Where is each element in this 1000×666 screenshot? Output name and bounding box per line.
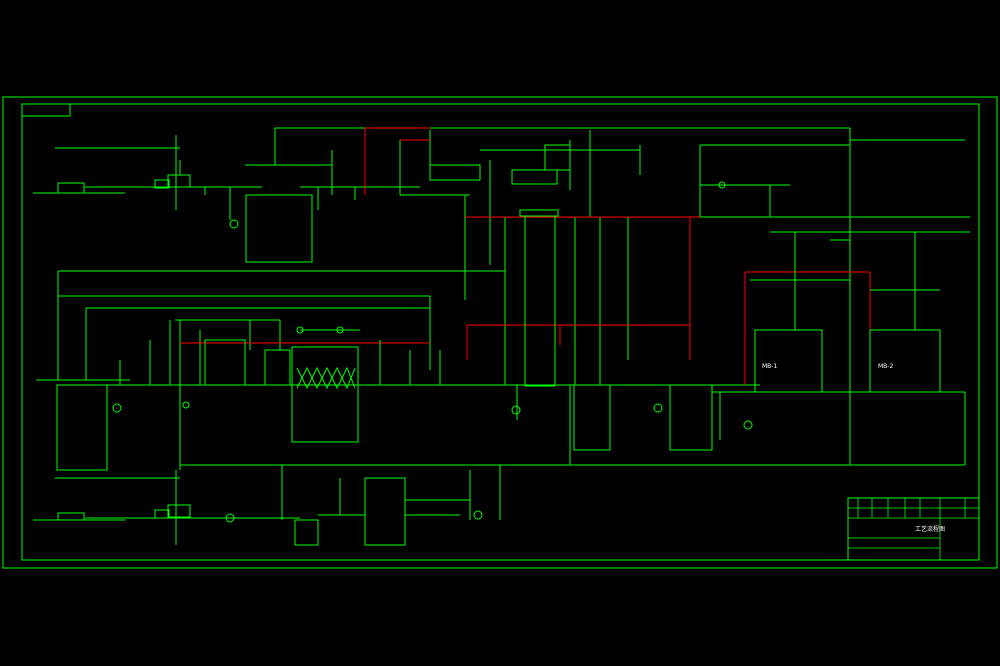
title-block-title: 工艺流程图 (915, 525, 945, 533)
tank-mb1 (754, 329, 823, 393)
title-block (847, 497, 980, 561)
legend-tag-box (21, 103, 71, 117)
tank (154, 509, 170, 519)
tank (57, 512, 85, 521)
tank (364, 477, 406, 546)
instrument-icon (296, 326, 304, 334)
instrument-icon (229, 219, 239, 229)
column (524, 215, 556, 387)
inner-frame (21, 103, 980, 561)
instrument-icon (182, 401, 190, 409)
tank (294, 519, 319, 546)
tank (56, 384, 108, 471)
tank (167, 504, 191, 518)
tank-mb2 (869, 329, 941, 393)
instrument-icon (743, 420, 753, 430)
instrument-icon (225, 513, 235, 523)
instrument-icon (336, 326, 344, 334)
equipment-box (544, 144, 571, 171)
tank (291, 346, 359, 443)
outer-frame (2, 96, 998, 569)
tank (167, 174, 191, 188)
tank-media-zigzag (296, 366, 356, 390)
instrument-icon (511, 405, 521, 415)
tank (264, 349, 291, 386)
tank-media-zigzag (296, 366, 356, 390)
drawing-geometry (2, 96, 998, 569)
tank (573, 384, 611, 451)
tank (204, 339, 246, 386)
instrument-icon (718, 181, 726, 189)
tank (245, 194, 313, 263)
tank-mb2-label: MB-2 (878, 363, 893, 370)
instrument-icon (653, 403, 663, 413)
pump-unit (429, 164, 481, 181)
column-cap (519, 209, 559, 217)
tank (154, 179, 170, 189)
tank-mb1-label: MB-1 (762, 363, 777, 370)
tank (57, 182, 85, 194)
instrument-icon (112, 403, 122, 413)
instrument-icon (473, 510, 483, 520)
pump-unit (511, 169, 558, 185)
tank (669, 384, 713, 451)
